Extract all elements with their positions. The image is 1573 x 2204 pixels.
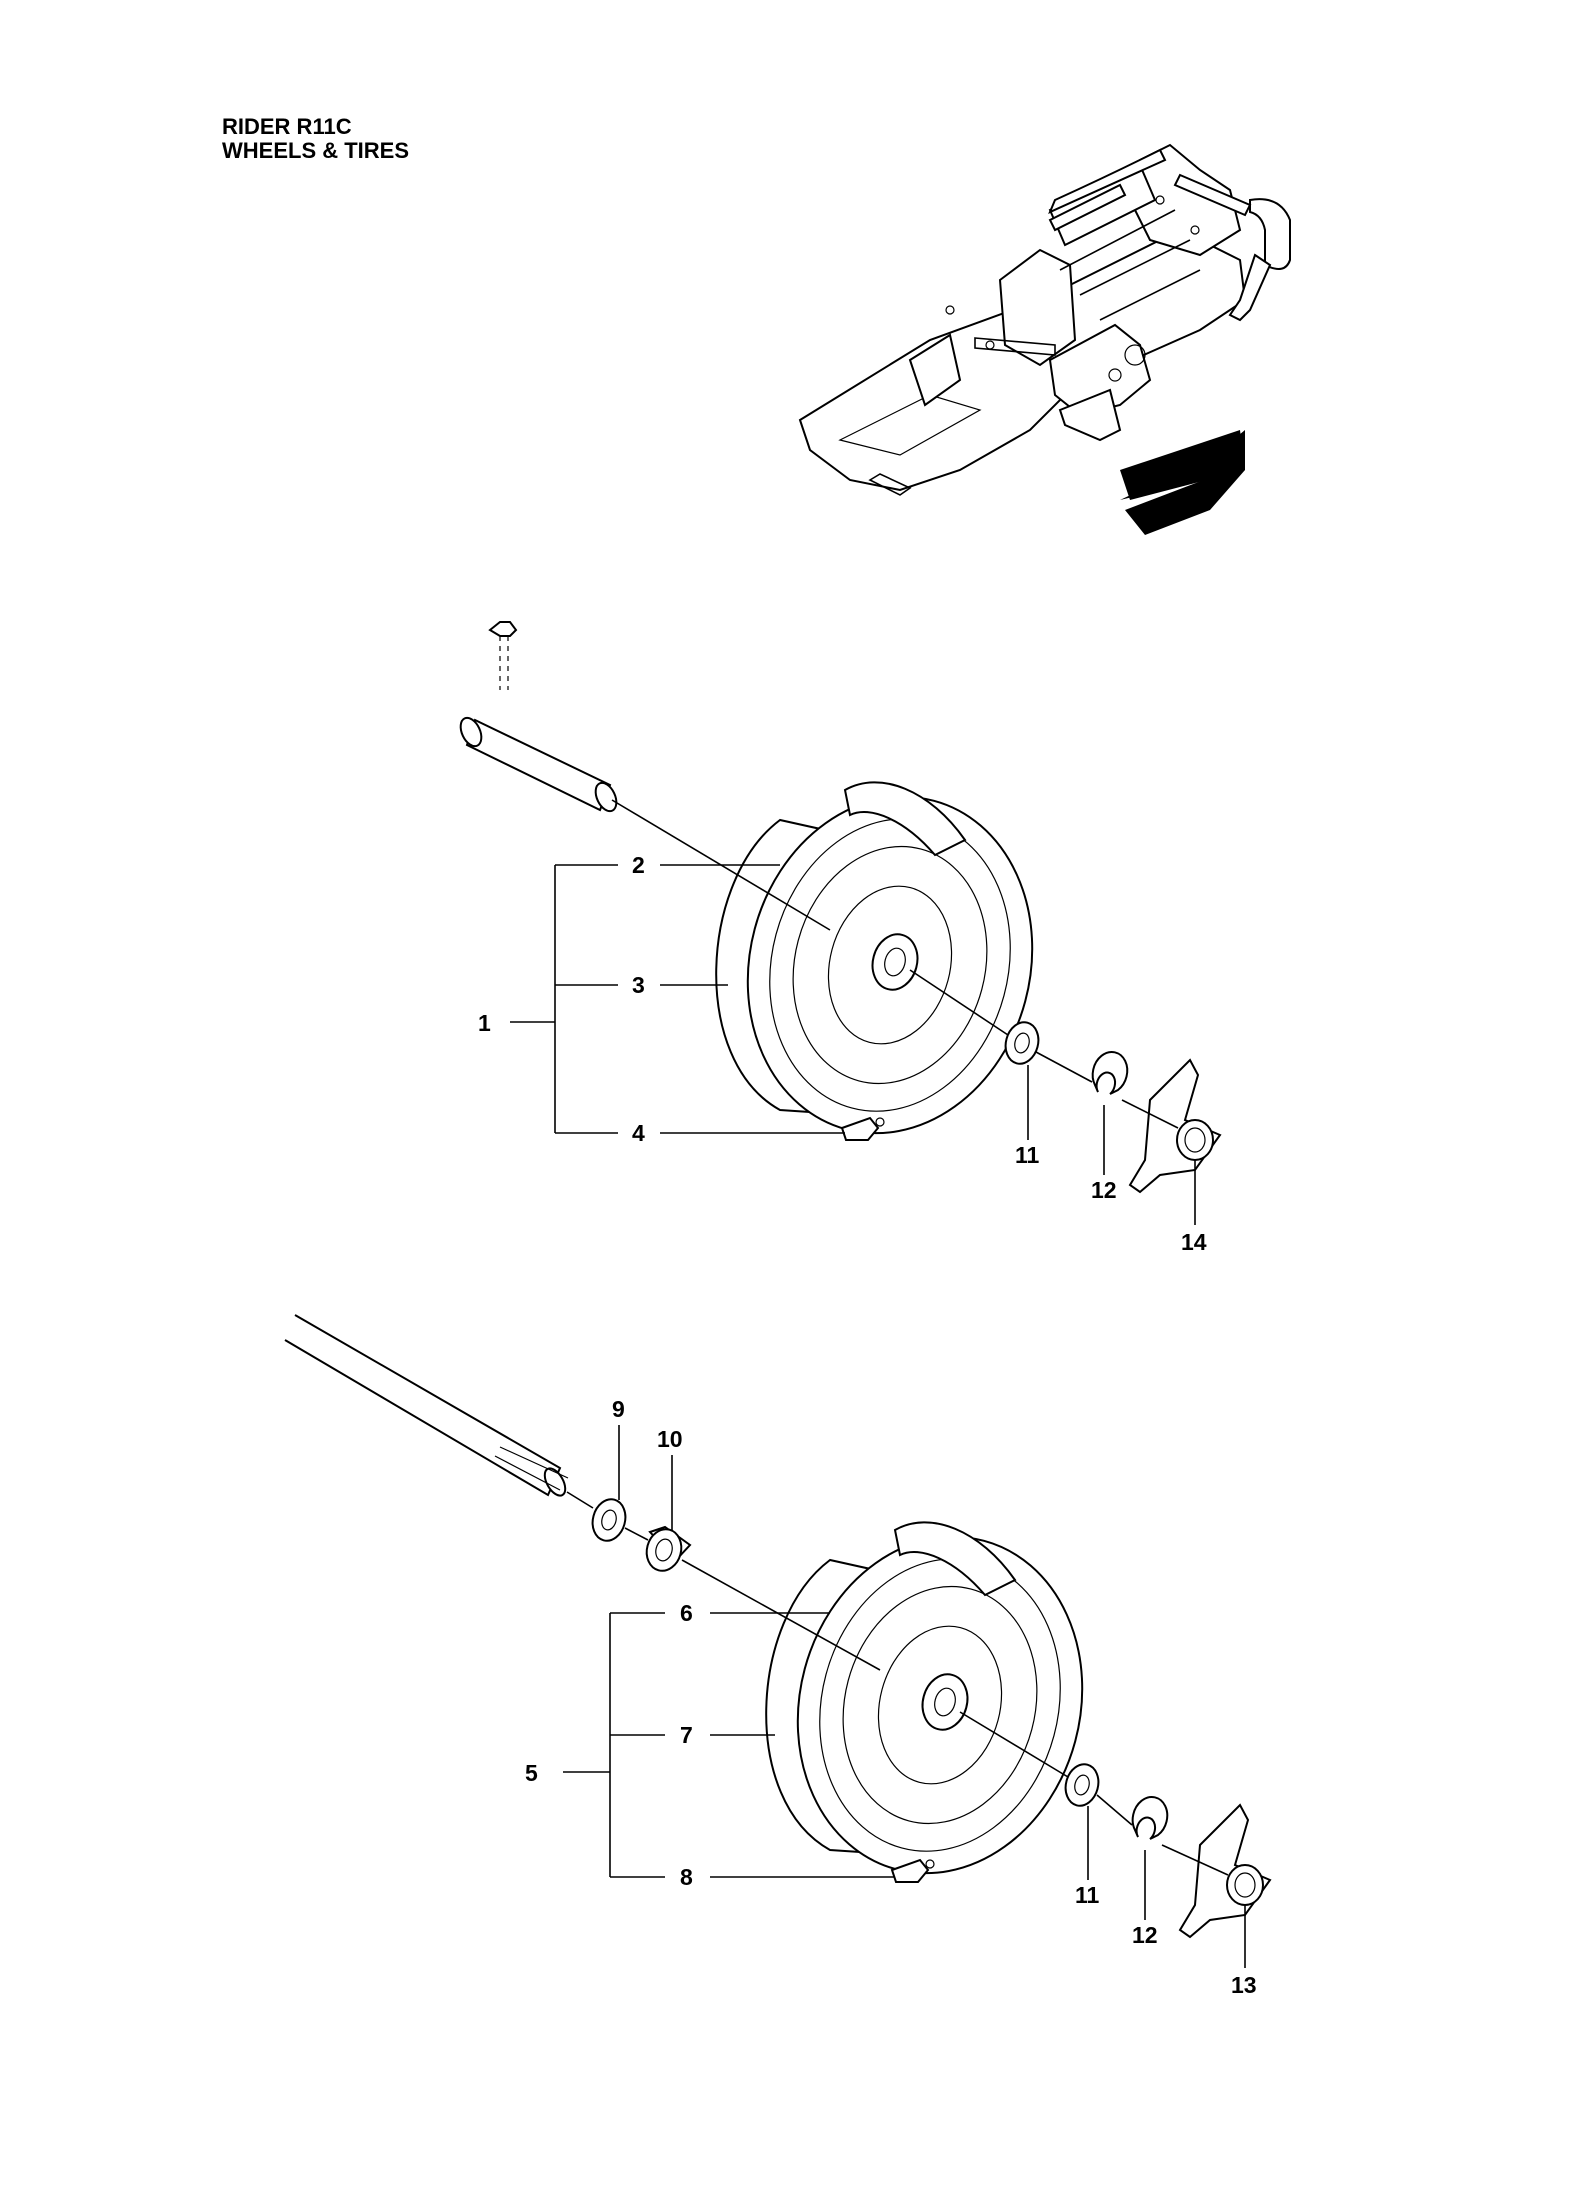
front-valve	[840, 1116, 885, 1141]
arrow-icon	[1120, 430, 1245, 535]
front-axis-line-4	[1121, 1099, 1179, 1129]
axle-pin	[459, 716, 618, 813]
callout-labels: 1 2 3 4 11 12 14 9 10 5 6 7 8 11 12 13	[478, 852, 1257, 1998]
callout-6: 6	[680, 1600, 693, 1626]
callout-4: 4	[632, 1120, 645, 1146]
screw	[488, 621, 518, 690]
callout-3: 3	[632, 972, 645, 998]
rear-axle	[284, 1314, 569, 1497]
rear-retaining-clip	[1131, 1796, 1169, 1840]
front-wheel-assembly	[459, 621, 1222, 1225]
title-block: RIDER R11C WHEELS & TIRES	[222, 115, 409, 163]
model-title: RIDER R11C	[222, 114, 352, 139]
frame-overview-illustration	[798, 143, 1291, 496]
front-tire	[715, 781, 1034, 1135]
callout-12-rear: 12	[1132, 1922, 1158, 1948]
rear-axis-line-4	[959, 1711, 1069, 1778]
callout-7: 7	[680, 1722, 693, 1748]
callout-14: 14	[1181, 1229, 1207, 1255]
callout-12-front: 12	[1091, 1177, 1117, 1203]
section-title: WHEELS & TIRES	[222, 138, 410, 163]
callout-13: 13	[1231, 1972, 1257, 1998]
rear-axis-line-3	[681, 1559, 881, 1671]
rear-axis-line-5	[1096, 1794, 1133, 1826]
callout-8: 8	[680, 1864, 693, 1890]
callout-11-rear: 11	[1075, 1882, 1100, 1908]
rear-hub-cap	[1178, 1803, 1272, 1939]
front-axis-line-2	[909, 969, 1009, 1036]
front-leader-lines	[510, 864, 1196, 1225]
callout-5: 5	[525, 1760, 538, 1786]
callout-11-front: 11	[1015, 1142, 1040, 1168]
front-axis-line-3	[1035, 1051, 1093, 1083]
front-washer	[1004, 1021, 1040, 1065]
callout-2: 2	[632, 852, 645, 878]
callout-1: 1	[478, 1010, 491, 1036]
front-retaining-clip	[1091, 1051, 1129, 1095]
rear-leader-lines	[563, 1425, 1246, 1968]
callout-9: 9	[612, 1396, 625, 1422]
rear-spacer-10	[645, 1525, 692, 1572]
rear-axis-line-2	[624, 1527, 649, 1541]
rear-washer-11	[1064, 1763, 1100, 1807]
callout-10: 10	[657, 1426, 683, 1452]
rear-valve	[890, 1858, 935, 1883]
rear-washer-9	[591, 1498, 627, 1542]
rear-wheel-assembly	[284, 1314, 1272, 1968]
rear-axis-line-1	[566, 1491, 594, 1509]
rear-tire	[765, 1521, 1084, 1875]
rear-axis-line-6	[1161, 1844, 1229, 1876]
